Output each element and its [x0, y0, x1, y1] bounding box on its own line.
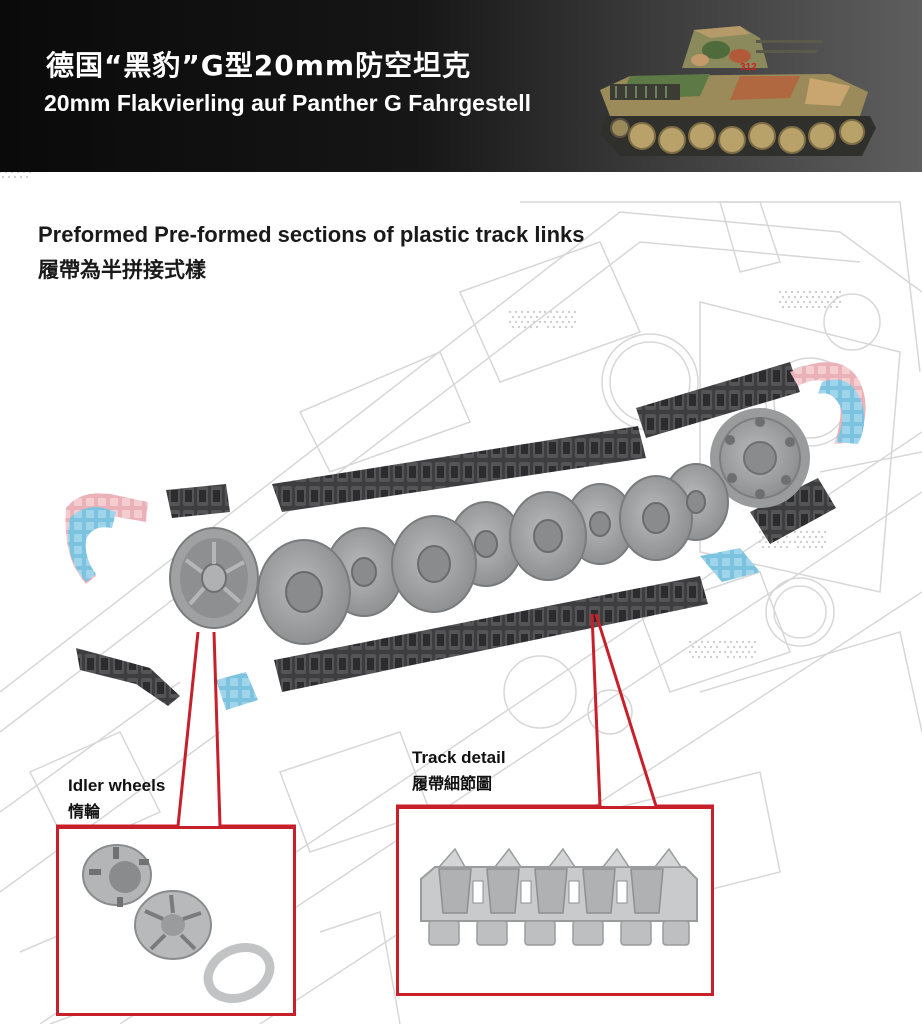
idler-wheel — [169, 527, 259, 629]
upper-track-run — [272, 362, 800, 512]
idler-wheels-detail-box — [56, 826, 296, 1016]
track-detail-label-chinese: 履帶細節圖 — [412, 774, 493, 793]
header-banner: 德国“黑豹”G型20mm防空坦克 20mm Flakvierling auf P… — [0, 0, 922, 172]
idler-wheel-parts-illustration — [82, 844, 275, 1003]
track-link-detail-illustration — [420, 847, 698, 946]
idler-hub-part-1 — [82, 844, 152, 907]
road-wheel-hubs — [285, 490, 706, 613]
lower-left-track-piece — [76, 648, 180, 706]
idler-wheels-label: Idler wheels — [68, 776, 166, 795]
section-heading-chinese: 履帶為半拼接式樣 — [38, 258, 206, 282]
panther-tank-illustration: 312 — [600, 26, 876, 156]
track-detail-label: Track detail — [412, 748, 506, 767]
small-track-link-blue-1 — [700, 548, 760, 582]
drive-sprocket — [710, 408, 810, 508]
idler-rim-ring — [203, 943, 275, 1003]
small-track-link-blue-2 — [216, 672, 258, 710]
idler-hub-part-2 — [134, 890, 212, 960]
front-curved-track-section — [790, 362, 866, 444]
section-heading-english: Preformed Pre-formed sections of plastic… — [38, 222, 585, 247]
track-detail-box — [396, 806, 714, 996]
right-track-piece — [750, 478, 836, 544]
banner-title-chinese: 德国“黑豹”G型20mm防空坦克 — [46, 49, 472, 82]
tank-marking: 312 — [740, 62, 757, 73]
rear-curved-track-section — [65, 493, 148, 584]
idler-wheels-label-chinese: 惰輪 — [68, 802, 101, 821]
banner-title-english: 20mm Flakvierling auf Panther G Fahrgest… — [44, 90, 531, 116]
upper-left-track-piece — [166, 484, 230, 518]
